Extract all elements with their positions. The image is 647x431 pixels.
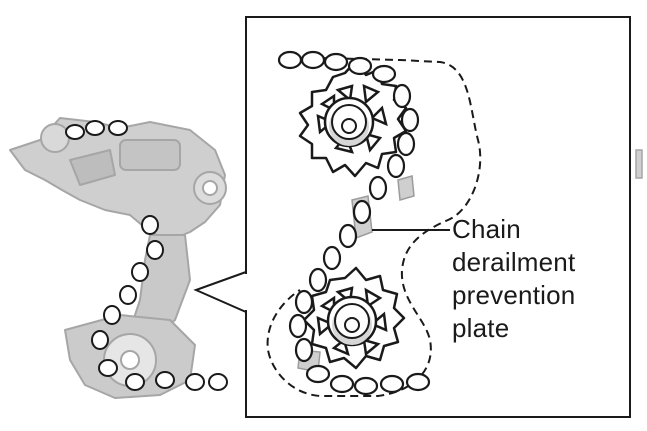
derailleur-overview-icon [9, 117, 227, 399]
callout-pointer [193, 271, 247, 313]
lower-pulley-icon [302, 266, 406, 370]
label-line-1: Chain [452, 214, 521, 244]
chain-icon [277, 50, 431, 396]
prevention-plate-label: Chain derailment prevention plate [452, 213, 642, 345]
label-line-2: derailment [452, 247, 576, 277]
edge-fragment-icon [635, 149, 643, 179]
overview-chain-icon [65, 120, 228, 391]
label-line-4: plate [452, 313, 510, 343]
label-line-3: prevention [452, 280, 576, 310]
prevention-plate-outline [266, 57, 482, 397]
upper-pulley-icon [298, 60, 408, 178]
